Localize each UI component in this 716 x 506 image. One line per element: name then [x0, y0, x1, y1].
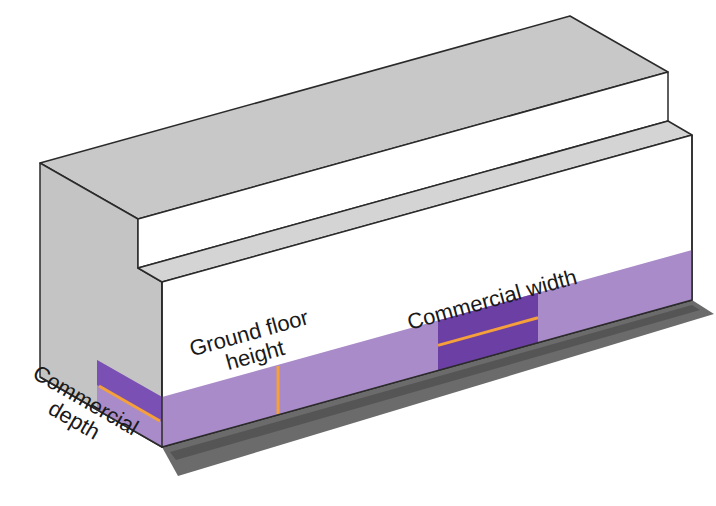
building-outline	[40, 135, 692, 447]
ground-floor-height-line	[277, 366, 280, 414]
lower-front-wall	[162, 135, 692, 447]
ground-floor-band	[162, 250, 692, 447]
corner-edge	[161, 282, 163, 447]
